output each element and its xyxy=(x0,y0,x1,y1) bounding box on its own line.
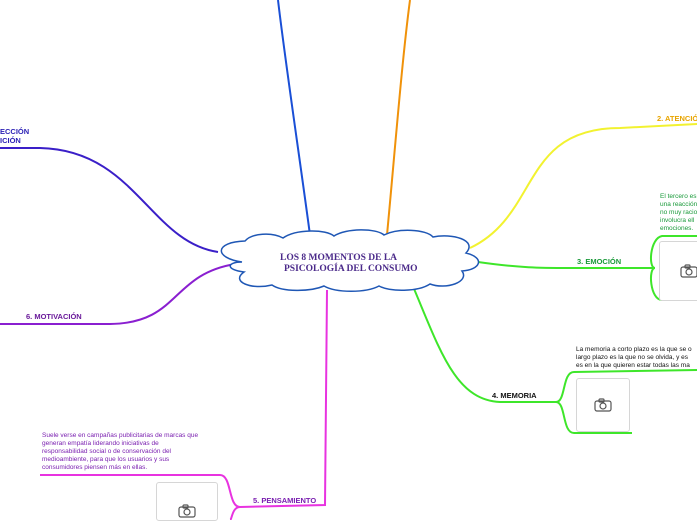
connector-top-orange xyxy=(386,0,411,236)
central-node-title: LOS 8 MOMENTOS DE LA PSICOLOGÍA DEL CONS… xyxy=(262,253,442,275)
connector-motivacion xyxy=(0,263,236,325)
image-placeholder-emocion[interactable] xyxy=(659,241,697,301)
camera-icon xyxy=(680,264,697,278)
image-placeholder-pensamiento[interactable] xyxy=(156,482,218,521)
camera-icon xyxy=(594,398,612,412)
connector-emocion xyxy=(477,261,655,269)
camera-icon xyxy=(178,504,196,518)
note-memoria: La memoria a corto plazo es la que se o … xyxy=(576,346,692,369)
connector-atencion xyxy=(469,123,697,249)
image-placeholder-memoria[interactable] xyxy=(576,378,630,432)
branch-label-seleccion[interactable]: ECCIÓN ICIÓN xyxy=(0,127,30,145)
central-title-line1: LOS 8 MOMENTOS DE LA xyxy=(280,253,398,263)
central-title-line2: PSICOLOGÍA DEL CONSUMO xyxy=(284,264,418,274)
branch-label-atencion[interactable]: 2. ATENCIÓ xyxy=(657,114,697,123)
note-emocion: El tercero es una reacción no muy racio … xyxy=(660,193,697,232)
branch-label-memoria[interactable]: 4. MEMORIA xyxy=(492,391,537,400)
central-node[interactable] xyxy=(220,229,480,292)
connector-memoria-bracket xyxy=(555,369,697,434)
connector-pensamiento xyxy=(239,289,328,508)
connector-top-blue xyxy=(277,0,311,236)
note-pensamiento: Suele verse en campañas publicitarias de… xyxy=(42,432,199,471)
connector-memoria xyxy=(411,283,556,403)
connector-seleccion xyxy=(0,147,219,253)
branch-label-emocion[interactable]: 3. EMOCIÓN xyxy=(577,257,622,266)
branch-label-motivacion[interactable]: 6. MOTIVACIÓN xyxy=(26,312,82,321)
branch-label-pensamiento[interactable]: 5. PENSAMIENTO xyxy=(253,496,317,505)
